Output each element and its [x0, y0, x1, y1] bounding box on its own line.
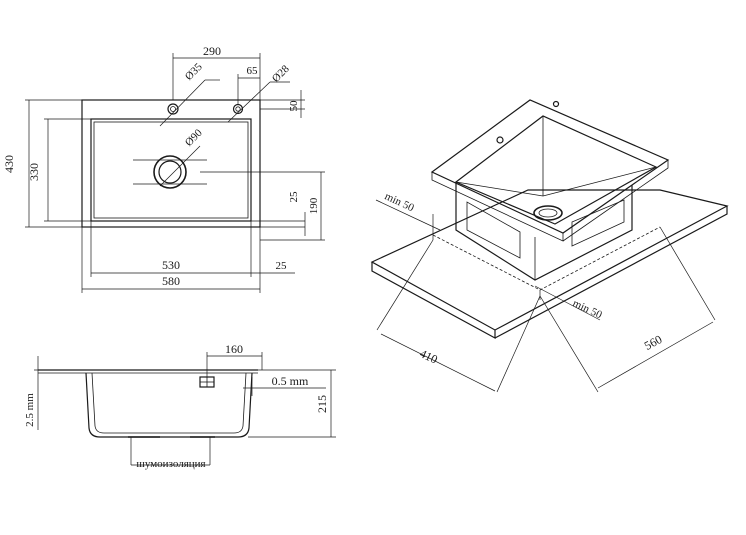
dim-430-label: 430 [2, 155, 16, 173]
dim-160-label: 160 [225, 342, 243, 356]
dim-d90-label: Ø90 [183, 127, 205, 149]
dim-2-5mm-label: 2.5 mm [24, 393, 36, 427]
iso-drain-outline [533, 205, 563, 221]
dim-330-label: 330 [27, 163, 41, 181]
drain-inner [158, 160, 182, 184]
iso-accessory-hole [552, 100, 560, 108]
dim-410-label: 410 [418, 346, 440, 366]
dim-d28-label: Ø28 [270, 63, 292, 85]
dim-215-label: 215 [315, 395, 329, 413]
sink-outer-outline [81, 99, 261, 228]
section-bowl [85, 372, 253, 438]
dim-290-label: 290 [203, 44, 221, 58]
tap-hole-35-inner [170, 106, 176, 112]
dim-min50-right-label: min 50 [571, 297, 604, 321]
section-view: 2.5 mm 160 0.5 mm 215 шумоизоляция [24, 342, 336, 470]
insulation-label: шумоизоляция [136, 458, 205, 470]
dim-25-bottom-label: 25 [276, 260, 288, 272]
iso-tap-hole [496, 136, 504, 144]
sink-bowl-outline [90, 118, 252, 222]
countertop-front [371, 262, 496, 340]
dim-580-label: 580 [162, 274, 180, 288]
dim-0-5mm-label: 0.5 mm [272, 374, 309, 388]
dim-560-label: 560 [642, 332, 664, 353]
dim-d35-label: Ø35 [183, 61, 205, 83]
top-view: 290 Ø35 65 Ø28 50 Ø90 430 330 [2, 44, 325, 293]
dim-530-label: 530 [162, 258, 180, 272]
dim-65-label: 65 [247, 65, 259, 77]
tap-hole-35 [167, 103, 179, 115]
iso-view: min 50 min 50 410 560 [370, 99, 729, 393]
dim-50-label: 50 [288, 100, 300, 112]
dim-190-label: 190 [308, 197, 320, 214]
iso-drain-inner [538, 208, 558, 218]
accessory-hole-28 [232, 103, 244, 115]
sink-bowl-inner-outline [93, 121, 249, 219]
dim-25-right-label: 25 [288, 191, 300, 203]
drain-outline [153, 155, 187, 189]
accessory-hole-28-inner [235, 106, 241, 112]
